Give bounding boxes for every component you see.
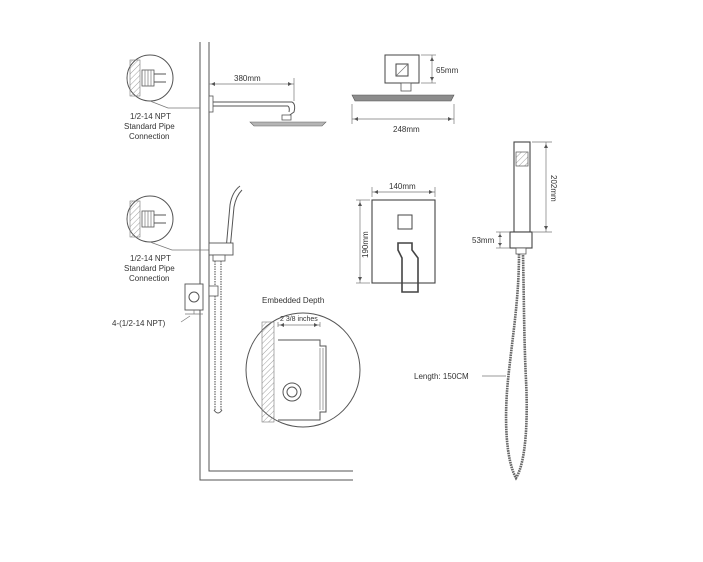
hose-length-label: Length: 150CM bbox=[414, 372, 469, 381]
pipe-conn-top-line1: 1/2-14 NPT bbox=[130, 112, 171, 121]
arm-dimension bbox=[209, 78, 295, 101]
pipe-conn-mid-line2: Standard Pipe bbox=[124, 264, 175, 273]
pipe-conn-top-line3: Connection bbox=[129, 132, 169, 141]
plate-height-label: 190mm bbox=[361, 231, 370, 258]
arm-length-label: 380mm bbox=[234, 74, 261, 83]
pipe-conn-mid-line3: Connection bbox=[129, 274, 169, 283]
head-height-label: 65mm bbox=[436, 66, 459, 75]
wall bbox=[199, 42, 353, 481]
embedded-depth-detail bbox=[245, 312, 361, 428]
valve-ports-label: 4-(1/2-14 NPT) bbox=[112, 319, 166, 328]
pipe-conn-top-line2: Standard Pipe bbox=[124, 122, 175, 131]
embedded-depth-title: Embedded Depth bbox=[262, 296, 324, 305]
holder-height-dimension bbox=[496, 231, 510, 249]
shower-head-side bbox=[249, 121, 327, 127]
pipe-detail-top bbox=[126, 54, 200, 109]
plate-width-dimension bbox=[371, 187, 436, 197]
hand-length-label: 202mm bbox=[549, 175, 558, 202]
pipe-detail-mid bbox=[126, 195, 209, 251]
plate-width-label: 140mm bbox=[389, 182, 416, 191]
trim-plate bbox=[371, 199, 436, 293]
head-width-label: 248mm bbox=[393, 125, 420, 134]
holder-height-label: 53mm bbox=[472, 236, 495, 245]
plate-height-dimension bbox=[356, 199, 370, 284]
embedded-depth-label: 2 3/8 inches bbox=[280, 316, 318, 323]
hand-shower-side bbox=[208, 185, 243, 414]
shower-arm bbox=[208, 95, 296, 121]
hand-shower-front bbox=[504, 141, 533, 481]
head-width-dimension bbox=[351, 104, 455, 124]
pipe-conn-mid-line1: 1/2-14 NPT bbox=[130, 254, 171, 263]
head-height-dimension bbox=[421, 54, 436, 84]
hand-length-dimension bbox=[532, 141, 552, 233]
shower-head-front bbox=[351, 54, 455, 102]
valve-body-side bbox=[184, 283, 219, 315]
